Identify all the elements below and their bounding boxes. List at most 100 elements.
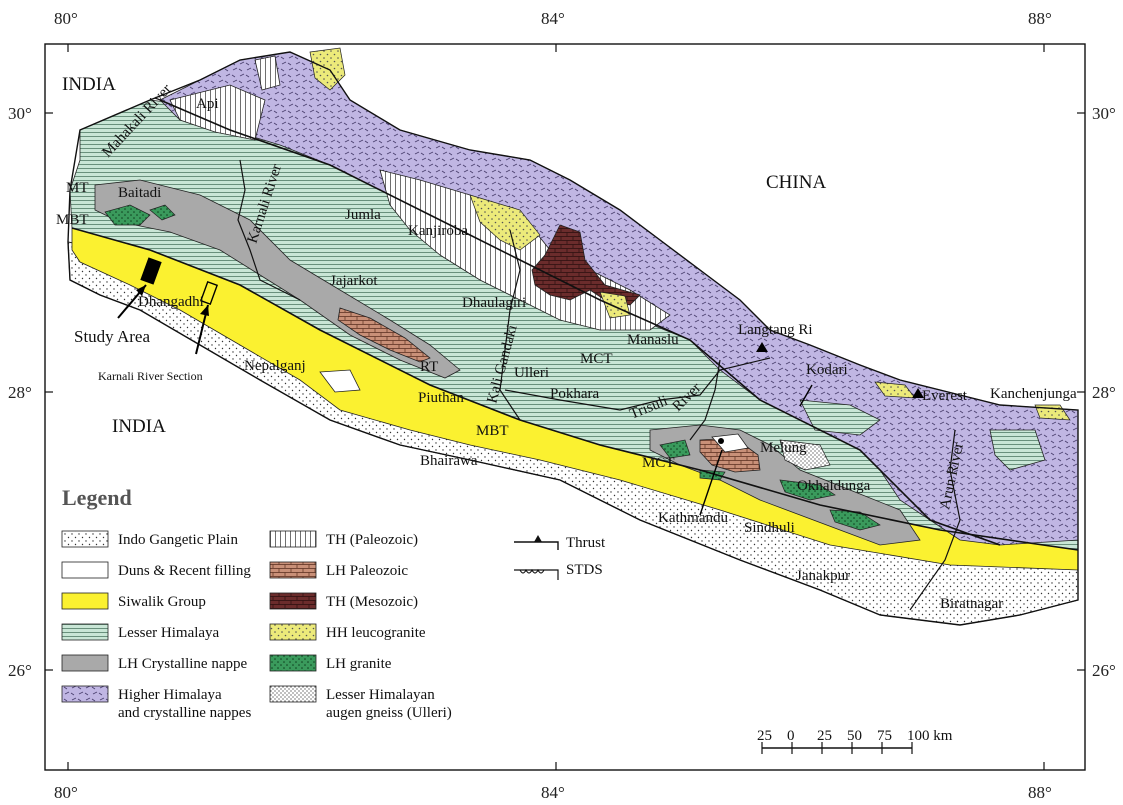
label-langtang: Langtang Ri [738,322,813,338]
legend-label2-augen-gneiss: augen gneiss (Ulleri) [326,705,452,721]
label-melung: Melung [760,440,807,456]
label-kathmandu: Kathmandu [658,510,728,526]
kodari-pointer [799,384,813,407]
legend-thrust-label: Thrust [566,535,606,551]
everest-peak [912,388,924,398]
main-central-thrust [159,99,1001,546]
stds-symbol [514,569,559,580]
label-karnali-section: Karnali River Section [98,369,203,383]
legend-swatch-lh-granite [269,654,317,672]
label-study-area: Study Area [74,327,150,346]
scale-bar: 25 0 25 50 75 100 km [757,728,953,754]
place-labels: Api Baitadi Jumla Kanjiroba Jajarkot Dha… [118,96,1077,612]
scale-label: 75 [877,728,892,744]
bottom-lon-80: 80° [54,783,78,802]
nepal-geology [67,47,1079,626]
top-lon-88: 88° [1028,9,1052,28]
label-dhaulagiri: Dhaulagiri [462,295,526,311]
legend-label-lesser-himalaya: Lesser Himalaya [118,625,220,641]
legend-label-siwalik: Siwalik Group [118,594,206,610]
label-mct-east: MCT [642,455,675,471]
legend-stds-label: STDS [566,562,603,578]
label-baitadi: Baitadi [118,185,161,201]
right-lat-30: 30° [1092,104,1116,123]
label-india-nw: INDIA [62,74,116,95]
label-everest: Everest [922,388,968,404]
bottom-lon-84: 84° [541,783,565,802]
th-mesozoic-area [531,224,641,306]
top-lon-80: 80° [54,9,78,28]
legend-swatch-lh-crystalline [61,654,109,672]
label-rt: RT [420,359,438,375]
augen-gneiss-melung [779,439,831,471]
legend-swatch-augen-gneiss [269,685,317,703]
legend-label-lh-crystalline: LH Crystalline nappe [118,656,247,672]
right-lat-26: 26° [1092,661,1116,680]
bottom-lon-88: 88° [1028,783,1052,802]
karnali-section-marker [199,280,219,306]
label-mbt-west: MBT [56,212,89,228]
label-kodari: Kodari [806,362,848,378]
legend-label2-higher-himalaya: and crystalline nappes [118,705,251,721]
legend-swatch-th-mesozoic [269,592,317,610]
legend-label-th-paleozoic: TH (Paleozoic) [326,532,418,548]
nepal-border [67,51,1079,626]
lh-paleozoic-jajarkot [337,307,431,363]
scale-label: 0 [787,728,795,744]
label-mct-central: MCT [580,351,613,367]
kathmandu-pointer [699,449,723,516]
th-paleozoic-api [169,84,266,141]
left-lat-26: 26° [8,661,32,680]
scale-label: 100 km [907,728,953,744]
langtang-peak [756,342,768,352]
label-bhairawa: Bhairawa [420,453,478,469]
label-pokhara: Pokhara [550,386,599,402]
left-lat-30: 30° [8,104,32,123]
legend-swatch-lh-paleozoic [269,561,317,579]
scale-label: 25 [817,728,832,744]
trisuli-line [689,359,721,441]
right-lat-28: 28° [1092,383,1116,402]
legend-title: Legend [62,485,132,510]
legend-label-hh-leucogranite: HH leucogranite [326,625,426,641]
left-lat-28: 28° [8,383,32,402]
tick-marks [45,44,1085,770]
thrust-symbol [514,541,559,550]
label-ulleri: Ulleri [514,365,549,381]
legend-swatch-duns [61,561,109,579]
label-kanchenjunga: Kanchenjunga [990,386,1077,402]
kali-gandaki-line [499,229,521,421]
karnali-river-line [237,159,301,301]
label-mt: MT [66,180,89,196]
study-area-marker [140,257,162,285]
label-api: Api [196,96,219,112]
label-janakpur: Janakpur [796,568,850,584]
label-china: CHINA [766,172,826,193]
lh-granite-baitadi [104,204,151,226]
legend-label-lh-paleozoic: LH Paleozoic [326,563,408,579]
legend-label-duns: Duns & Recent filling [118,563,251,579]
legend-swatch-hh-leucogranite [269,623,317,641]
scale-label: 25 [757,728,772,744]
legend-label-higher-himalaya: Higher Himalaya [118,687,222,703]
label-piuthan: Piuthan [418,390,464,406]
legend-swatch-siwalik [61,592,109,610]
legend-swatch-gangetic-plain [61,530,109,548]
arun-river-line [909,429,961,611]
legend-label-lh-granite: LH granite [326,656,392,672]
label-biratnagar: Biratnagar [940,596,1003,612]
lh-granite-kathmandu [659,439,691,459]
label-dhangadhi: Dhangadhi [138,294,204,310]
legend-column-3: Thrust STDS [514,535,606,580]
label-jajarkot: Jajarkot [330,273,378,289]
legend-swatch-lesser-himalaya [61,623,109,641]
legend-swatch-higher-himalaya [61,685,109,703]
label-sindhuli: Sindhuli [744,520,795,536]
legend-label-gangetic-plain: Indo Gangetic Plain [118,532,238,548]
scale-label: 50 [847,728,862,744]
structure-labels: MT MBT RT MCT MBT MCT [56,180,675,471]
